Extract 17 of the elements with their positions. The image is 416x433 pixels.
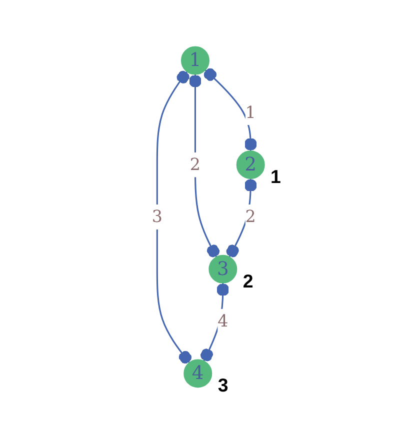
connector: [226, 178, 257, 257]
connector: [188, 74, 220, 257]
node-circle: 1: [180, 46, 210, 74]
connector: [200, 282, 230, 361]
node-circle: 2: [236, 150, 265, 179]
edge-label: 2: [190, 154, 200, 174]
connector: [156, 70, 192, 364]
edge-label: 2: [245, 206, 256, 226]
node-circle: 4: [184, 358, 212, 388]
edge-label: 1: [245, 102, 256, 122]
node-circle: 3: [208, 254, 238, 283]
edge-label: 4: [218, 310, 228, 330]
edge-label: 3: [152, 206, 162, 226]
node-number-label: 2: [242, 270, 254, 291]
connector: [204, 68, 257, 151]
node-number-label: 1: [270, 166, 281, 186]
node-number-label: 3: [218, 374, 228, 396]
